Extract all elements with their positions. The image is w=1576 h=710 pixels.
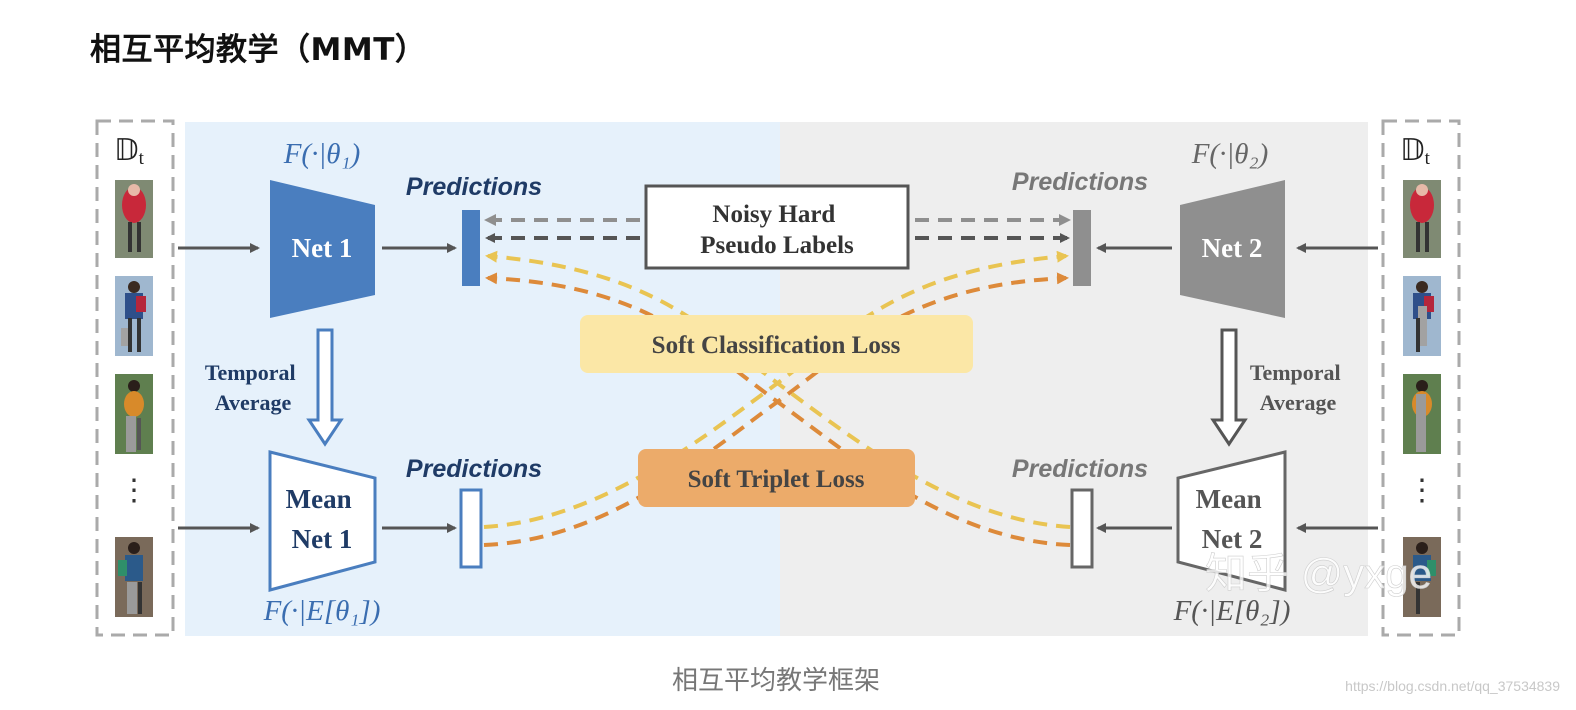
person-image — [1403, 374, 1441, 454]
mean-net2-label: Mean Net 2 — [1196, 484, 1269, 554]
temporal-average-label-right: Temporal Average — [1250, 360, 1346, 415]
prediction-bar-left-bottom — [459, 488, 483, 569]
soft-triplet-loss-box — [638, 449, 915, 507]
person-image — [115, 180, 153, 258]
predictions-label-right-bottom: Predictions — [1012, 455, 1148, 483]
prediction-bar-right-bottom — [1070, 488, 1094, 569]
person-thumbnails-left: ⋮ — [115, 180, 153, 617]
soft-classification-loss-label: Soft Classification Loss — [652, 332, 901, 359]
prediction-bar-right-top — [1073, 210, 1091, 286]
dataset-label-left: 𝔻t — [114, 134, 145, 169]
dataset-ellipsis-left: ⋮ — [119, 474, 149, 507]
mean-net2-block — [1176, 450, 1287, 592]
soft-supervision-curve — [483, 272, 1069, 547]
predictions-label-right-top: Predictions — [1012, 168, 1148, 196]
person-image — [115, 276, 153, 356]
net1-param: F(·|θ₁) — [283, 138, 361, 170]
net2-label: Net 2 — [1202, 233, 1263, 263]
prediction-bar-left-top — [462, 210, 480, 286]
source-url: https://blog.csdn.net/qq_37534839 — [1345, 678, 1560, 694]
mean-net1-label: Mean Net 1 — [286, 484, 359, 554]
zhihu-watermark: 知乎 @yxge — [1205, 550, 1432, 597]
mean-net1-block — [268, 450, 377, 592]
temporal-average-label-left: Temporal Average — [205, 360, 301, 415]
mean-net1-param: F(·|E[θ₁]) — [263, 595, 381, 627]
soft-triplet-loss-label: Soft Triplet Loss — [688, 466, 865, 493]
dataset-label-right: 𝔻t — [1400, 134, 1431, 169]
soft-supervision-curve — [483, 250, 1069, 529]
net1-block — [270, 180, 375, 318]
person-image — [115, 374, 153, 454]
person-image — [1403, 180, 1441, 258]
net1-label: Net 1 — [292, 233, 353, 263]
person-image — [115, 537, 153, 617]
soft-supervision-curve — [485, 272, 1071, 547]
dataset-ellipsis-right: ⋮ — [1407, 474, 1437, 507]
predictions-label-left-top: Predictions — [406, 173, 542, 201]
person-image — [1403, 276, 1441, 356]
person-image — [1403, 537, 1441, 617]
pseudo-labels-box — [644, 184, 910, 270]
temporal-average-arrow-right — [1210, 328, 1248, 447]
predictions-label-left-bottom: Predictions — [406, 455, 542, 483]
person-thumbnails-right: ⋮ — [1403, 180, 1441, 617]
dataset-column-right — [1381, 119, 1461, 637]
net2-param: F(·|θ₂) — [1191, 138, 1269, 170]
mean-net2-param: F(·|E[θ₂]) — [1173, 595, 1291, 627]
figure-caption: 相互平均教学框架 — [671, 666, 880, 696]
pseudo-labels-text: Noisy Hard Pseudo Labels — [700, 201, 854, 259]
dataset-column-left — [95, 119, 175, 637]
temporal-average-arrow-left — [306, 328, 344, 447]
net2-block — [1180, 180, 1285, 318]
soft-supervision-curve — [485, 250, 1071, 529]
page-title: 相互平均教学（MMT） — [90, 32, 427, 68]
soft-classification-loss-box — [580, 315, 973, 373]
